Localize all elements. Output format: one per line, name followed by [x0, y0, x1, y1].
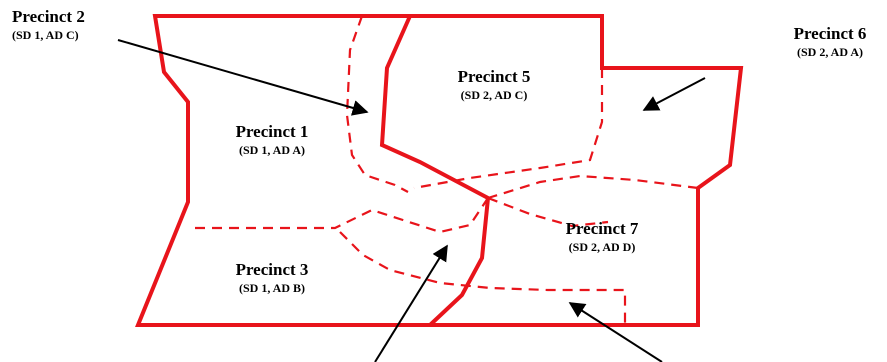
precinct6-7-boundary	[487, 174, 699, 200]
precinct-3-label: Precinct 3 (SD 1, AD B)	[222, 260, 322, 295]
precinct-2-name: Precinct 2	[12, 7, 85, 26]
precinct-5-name: Precinct 5	[457, 67, 531, 86]
precinct6-arrow	[642, 77, 706, 111]
precinct-boundaries	[195, 15, 699, 325]
precinct-5-districts: (SD 2, AD C)	[460, 87, 528, 102]
precinct-7-label: Precinct 7 (SD 2, AD D)	[552, 219, 652, 254]
precinct-5-label: Precinct 5 (SD 2, AD C)	[444, 67, 544, 102]
precinct-2-label: Precinct 2 (SD 1, AD C)	[12, 7, 85, 42]
precinct2-arrow	[117, 39, 369, 116]
precinct-7-districts: (SD 2, AD D)	[568, 239, 636, 254]
precinct-3-districts: (SD 1, AD B)	[238, 280, 305, 295]
precinct5-boundary	[413, 68, 604, 190]
arrows	[117, 39, 706, 362]
precinct-6-districts: (SD 2, AD A)	[796, 44, 863, 59]
precinct2-left-boundary	[345, 15, 409, 193]
precinct-1-label: Precinct 1 (SD 1, AD A)	[222, 122, 322, 157]
precinct-7-name: Precinct 7	[565, 219, 639, 238]
precinct-2-districts: (SD 1, AD C)	[12, 27, 79, 42]
outer-boundary	[135, 14, 744, 327]
precinct2-lower-boundary	[339, 231, 627, 325]
precinct7-upper-boundary	[487, 196, 609, 228]
precinct2-lower-arrow	[374, 244, 448, 362]
precinct1-3-boundary	[195, 197, 489, 234]
precinct-1-districts: (SD 1, AD A)	[238, 142, 305, 157]
precinct-6-label: Precinct 6 (SD 2, AD A)	[780, 24, 880, 59]
senate-district-line	[379, 15, 491, 327]
precinct-3-name: Precinct 3	[235, 260, 309, 279]
precinct-6-name: Precinct 6	[793, 24, 867, 43]
precinct-1-name: Precinct 1	[235, 122, 309, 141]
precinct7-lower-arrow	[568, 302, 663, 362]
